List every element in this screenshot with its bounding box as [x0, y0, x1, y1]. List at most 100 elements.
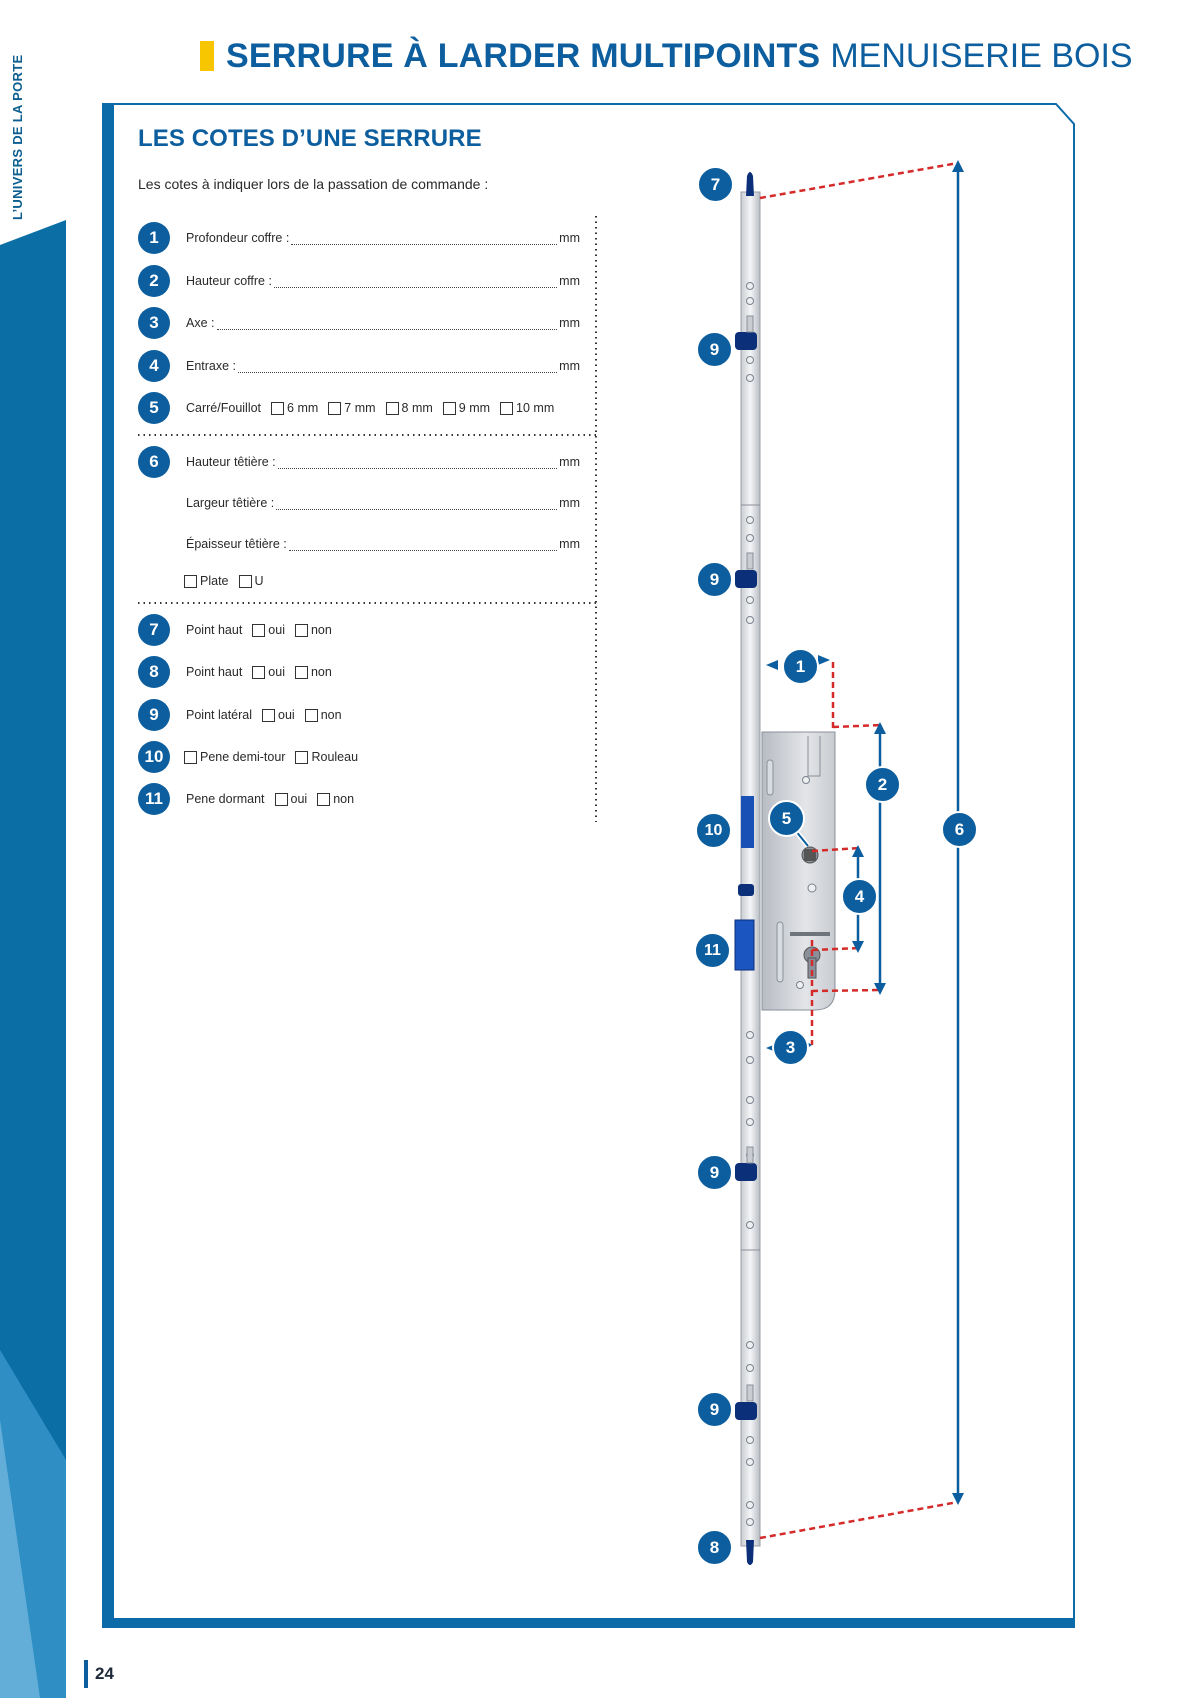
- checkbox[interactable]: [328, 401, 342, 415]
- checkbox-option[interactable]: 6 mm: [271, 401, 318, 415]
- number-badge: 8: [138, 656, 170, 688]
- lock-case: [761, 731, 836, 1011]
- checkbox[interactable]: [252, 623, 266, 637]
- field-label: Point latéral: [186, 708, 253, 722]
- checkbox-option[interactable]: oui: [262, 708, 295, 722]
- faceplate: [734, 172, 761, 1565]
- title-accent-bar: [200, 41, 214, 71]
- page-title-light: MENUISERIE BOIS: [830, 36, 1133, 75]
- checkbox-option[interactable]: non: [304, 708, 342, 722]
- checkbox[interactable]: [184, 574, 197, 588]
- checkbox-option[interactable]: oui: [252, 665, 285, 679]
- number-badge: 11: [138, 783, 170, 815]
- field-axe: 3 Axe : mm: [138, 306, 580, 340]
- dotted-fill-line[interactable]: [238, 360, 558, 373]
- checkbox-option[interactable]: oui: [252, 623, 285, 637]
- side-band: [0, 220, 66, 1698]
- unit-label: mm: [559, 316, 580, 330]
- checkbox-option[interactable]: oui: [274, 792, 307, 806]
- checkbox[interactable]: [500, 401, 514, 415]
- field-epaisseur-tetiere: Épaisseur têtière : mm: [138, 527, 580, 561]
- checkbox-option[interactable]: Rouleau: [295, 750, 358, 764]
- diagram-marker: 11: [694, 932, 731, 969]
- checkbox[interactable]: [385, 401, 399, 415]
- checkbox[interactable]: [271, 401, 285, 415]
- checkbox-option[interactable]: non: [317, 792, 354, 806]
- field-largeur-tetiere: Largeur têtière : mm: [138, 486, 580, 520]
- dotted-fill-line[interactable]: [291, 232, 558, 245]
- checkbox[interactable]: [317, 792, 331, 806]
- checkbox[interactable]: [184, 750, 197, 764]
- dotted-fill-line[interactable]: [216, 317, 558, 330]
- checkbox[interactable]: [252, 665, 266, 679]
- diagram-marker: 3: [772, 1029, 809, 1066]
- field-label: Point haut: [186, 623, 243, 637]
- checkbox-option[interactable]: 8 mm: [385, 401, 433, 415]
- diagram-marker: 9: [696, 1154, 733, 1191]
- number-badge: 4: [138, 350, 170, 382]
- number-badge: 10: [138, 741, 170, 773]
- diagram-marker: 6: [941, 811, 978, 848]
- checkbox-option[interactable]: Pene demi-tour: [184, 750, 285, 764]
- checkbox[interactable]: [262, 708, 276, 722]
- field-label: Point haut: [186, 665, 243, 679]
- number-badge: 5: [138, 392, 170, 424]
- field-label: Entraxe :: [186, 359, 237, 373]
- checkbox[interactable]: [238, 574, 252, 588]
- dotted-fill-line[interactable]: [276, 497, 558, 510]
- checkbox[interactable]: [295, 750, 309, 764]
- unit-label: mm: [559, 537, 580, 551]
- diagram-marker: 9: [696, 561, 733, 598]
- field-label: Hauteur coffre :: [186, 274, 272, 288]
- checkbox[interactable]: [304, 708, 318, 722]
- number-badge: 6: [138, 446, 170, 478]
- dotted-fill-line[interactable]: [277, 456, 558, 469]
- checkbox[interactable]: [294, 665, 308, 679]
- diagram-marker: 10: [695, 812, 732, 849]
- field-label: Carré/Fouillot: [186, 401, 262, 415]
- diagram-marker: 4: [841, 878, 878, 915]
- field-point-haut-8: 8 Point haut oui non: [138, 655, 580, 689]
- dotted-fill-line[interactable]: [273, 275, 558, 288]
- unit-label: mm: [559, 231, 580, 245]
- field-label: Profondeur coffre :: [186, 231, 290, 245]
- diagram-marker: 1: [782, 648, 819, 685]
- checkbox[interactable]: [294, 623, 308, 637]
- number-badge: 7: [138, 614, 170, 646]
- checkbox[interactable]: [274, 792, 288, 806]
- field-profondeur-coffre: 1 Profondeur coffre : mm: [138, 221, 580, 255]
- unit-label: mm: [559, 455, 580, 469]
- checkbox-option[interactable]: U: [238, 574, 264, 588]
- checkbox[interactable]: [442, 401, 456, 415]
- field-hauteur-coffre: 2 Hauteur coffre : mm: [138, 264, 580, 298]
- diagram-marker: 9: [696, 1391, 733, 1428]
- checkbox-option[interactable]: 7 mm: [328, 401, 376, 415]
- checkbox-option[interactable]: 10 mm: [500, 401, 554, 415]
- diagram-marker: 9: [696, 331, 733, 368]
- field-point-lateral: 9 Point latéral oui non: [138, 698, 580, 732]
- unit-label: mm: [559, 496, 580, 510]
- field-carre-fouillot: 5 Carré/Fouillot 6 mm 7 mm 8 mm 9 mm 10 …: [138, 391, 580, 425]
- field-label: Pene dormant: [186, 792, 265, 806]
- field-label: Axe :: [186, 316, 215, 330]
- checkbox-option[interactable]: 9 mm: [442, 401, 490, 415]
- checkbox-option[interactable]: non: [294, 623, 332, 637]
- field-label: Épaisseur têtière :: [186, 537, 287, 551]
- field-label: Hauteur têtière :: [186, 455, 276, 469]
- intro-text: Les cotes à indiquer lors de la passatio…: [138, 176, 489, 192]
- page-title-bold: SERRURE À LARDER MULTIPOINTS: [226, 36, 821, 75]
- field-entraxe: 4 Entraxe : mm: [138, 349, 580, 383]
- page-header: SERRURE À LARDER MULTIPOINTS MENUISERIE …: [200, 36, 1133, 76]
- field-pene-dormant: 11 Pene dormant oui non: [138, 782, 580, 816]
- dimension-lines: [759, 161, 959, 1540]
- field-point-haut-7: 7 Point haut oui non: [138, 613, 580, 647]
- diagram-marker: 5: [768, 800, 805, 837]
- diagram-marker: 7: [697, 166, 734, 203]
- dotted-fill-line[interactable]: [288, 538, 558, 551]
- field-pene-type: 10 Pene demi-tour Rouleau: [138, 740, 580, 774]
- checkbox-option[interactable]: Plate: [184, 574, 229, 588]
- checkbox-option[interactable]: non: [294, 665, 332, 679]
- field-hauteur-tetiere: 6 Hauteur têtière : mm: [138, 445, 580, 479]
